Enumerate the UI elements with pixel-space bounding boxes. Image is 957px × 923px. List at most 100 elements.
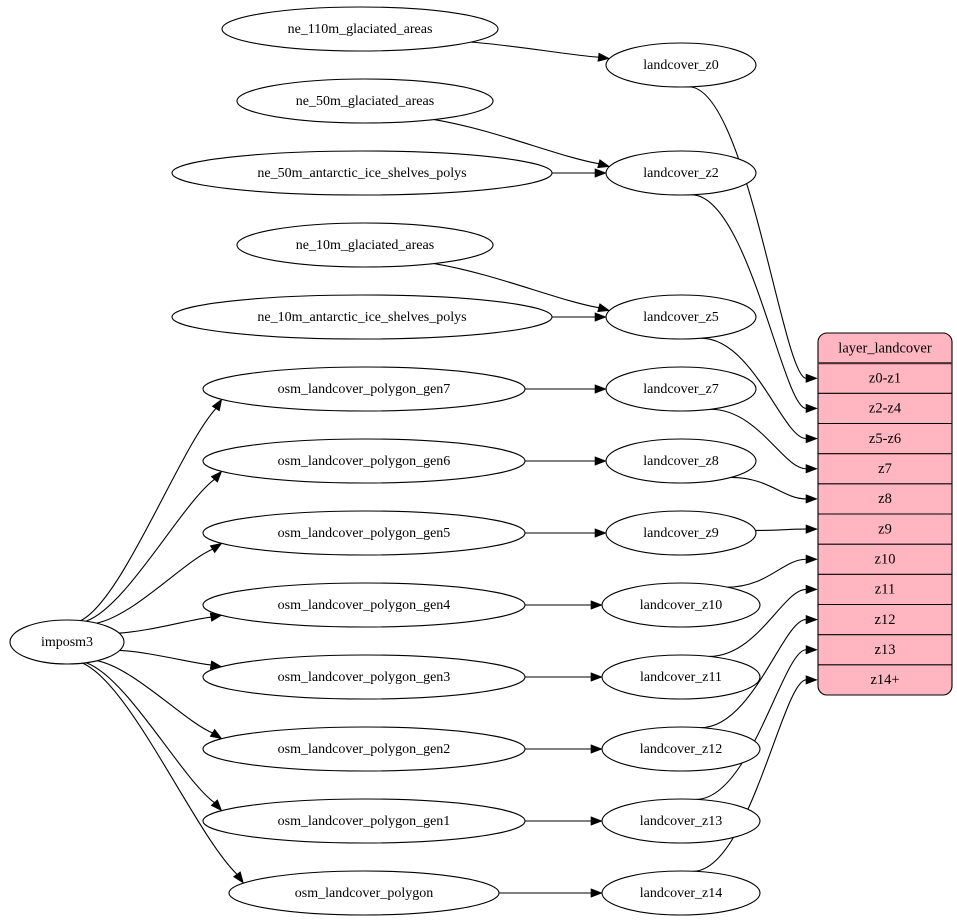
layer-table-row-z8[interactable]: z8	[878, 491, 892, 507]
edge-imposm3-to-osm_landcover_polygon_gen6	[85, 479, 215, 622]
node-ne_50m_glaciated_areas[interactable]: ne_50m_glaciated_areas	[236, 78, 494, 124]
node-osm_landcover_polygon_gen4[interactable]: osm_landcover_polygon_gen4	[202, 582, 526, 628]
node-osm_landcover_polygon_gen6[interactable]: osm_landcover_polygon_gen6	[202, 438, 526, 484]
layer-table-row-z10[interactable]: z10	[875, 552, 896, 568]
layer-table-row-z13[interactable]: z13	[875, 642, 896, 658]
edge-landcover_z13-to-z13	[696, 649, 807, 800]
layer-table-row-z7[interactable]: z7	[878, 461, 892, 477]
node-ne_50m_glaciated_areas-label: ne_50m_glaciated_areas	[296, 94, 434, 109]
node-landcover_z11[interactable]: landcover_z11	[601, 654, 761, 700]
layer-table-row-z0-z1[interactable]: z0-z1	[869, 371, 901, 387]
node-landcover_z10-shape	[601, 582, 761, 628]
layer-table-header: layer_landcover	[838, 340, 932, 356]
layer-table-row-z2-z4[interactable]: z2-z4	[869, 401, 902, 417]
node-osm_landcover_polygon_gen5[interactable]: osm_landcover_polygon_gen5	[202, 510, 526, 556]
edge-arrowhead	[597, 52, 611, 62]
layer-table-row-z14+[interactable]: z14+	[870, 672, 899, 688]
node-ne_110m_glaciated_areas[interactable]: ne_110m_glaciated_areas	[221, 6, 499, 52]
node-landcover_z5[interactable]: landcover_z5	[605, 294, 757, 340]
edge-arrowhead	[590, 672, 603, 682]
node-ne_10m_glaciated_areas[interactable]: ne_10m_glaciated_areas	[236, 222, 494, 268]
node-landcover_z2[interactable]: landcover_z2	[605, 150, 757, 196]
node-landcover_z14-label: landcover_z14	[640, 886, 722, 901]
node-ne_10m_antarctic_ice_shelves_polys-label: ne_10m_antarctic_ice_shelves_polys	[257, 310, 466, 325]
node-landcover_z2-shape	[605, 150, 757, 196]
node-osm_landcover_polygon_gen3[interactable]: osm_landcover_polygon_gen3	[202, 654, 526, 700]
node-landcover_z5-label: landcover_z5	[643, 310, 718, 325]
node-ne_50m_antarctic_ice_shelves_polys[interactable]: ne_50m_antarctic_ice_shelves_polys	[171, 150, 553, 196]
edge-landcover_z14-to-z14+	[693, 679, 807, 872]
node-landcover_z14[interactable]: landcover_z14	[601, 870, 761, 916]
nodes-layer: imposm3 ne_110m_glaciated_areas ne_50m_gla…	[9, 6, 761, 916]
edge-landcover_z5-to-z5-z6	[701, 337, 807, 440]
node-landcover_z8[interactable]: landcover_z8	[605, 438, 757, 484]
edge-landcover_z10-to-z10	[727, 558, 807, 588]
node-osm_landcover_polygon-shape	[228, 870, 500, 916]
layer-table-row-z11[interactable]: z11	[875, 582, 895, 598]
edge-arrowhead	[590, 744, 603, 754]
node-osm_landcover_polygon_gen2-shape	[202, 726, 526, 772]
edge-arrowhead	[597, 303, 611, 313]
node-landcover_z14-shape	[601, 870, 761, 916]
node-imposm3-shape	[9, 619, 125, 665]
node-osm_landcover_polygon_gen1-label: osm_landcover_polygon_gen1	[278, 814, 451, 829]
edge-arrowhead	[210, 799, 223, 812]
node-landcover_z0-shape	[605, 42, 757, 88]
node-osm_landcover_polygon_gen4-shape	[202, 582, 526, 628]
node-landcover_z10[interactable]: landcover_z10	[601, 582, 761, 628]
node-landcover_z5-shape	[605, 294, 757, 340]
edge-arrowhead	[594, 528, 607, 538]
edge-ne_10m_glaciated_areas-to-landcover_z5	[433, 262, 599, 309]
node-landcover_z11-shape	[601, 654, 761, 700]
edge-arrowhead	[209, 728, 223, 740]
node-landcover_z7[interactable]: landcover_z7	[605, 366, 757, 412]
edge-arrowhead	[594, 384, 607, 394]
edge-arrowhead	[209, 542, 223, 554]
node-imposm3[interactable]: imposm3	[9, 619, 125, 665]
node-imposm3-label: imposm3	[41, 635, 93, 650]
node-landcover_z13[interactable]: landcover_z13	[601, 798, 761, 844]
layer-table-row-z12[interactable]: z12	[875, 612, 896, 628]
edge-arrowhead	[805, 584, 818, 595]
node-ne_10m_antarctic_ice_shelves_polys[interactable]: ne_10m_antarctic_ice_shelves_polys	[171, 294, 553, 340]
node-osm_landcover_polygon_gen7[interactable]: osm_landcover_polygon_gen7	[202, 366, 526, 412]
node-ne_10m_glaciated_areas-shape	[236, 222, 494, 268]
node-osm_landcover_polygon_gen1[interactable]: osm_landcover_polygon_gen1	[202, 798, 526, 844]
node-landcover_z12-shape	[601, 726, 761, 772]
edge-ne_110m_glaciated_areas-to-landcover_z0	[470, 41, 599, 58]
node-ne_50m_antarctic_ice_shelves_polys-shape	[171, 150, 553, 196]
edge-arrowhead	[805, 494, 818, 504]
edge-arrowhead	[805, 554, 818, 564]
node-osm_landcover_polygon[interactable]: osm_landcover_polygon	[228, 870, 500, 916]
node-landcover_z11-label: landcover_z11	[640, 670, 722, 685]
edge-arrowhead	[590, 888, 603, 898]
node-osm_landcover_polygon_gen4-label: osm_landcover_polygon_gen4	[278, 598, 451, 613]
node-ne_110m_glaciated_areas-label: ne_110m_glaciated_areas	[288, 22, 433, 37]
edge-imposm3-to-osm_landcover_polygon_gen4	[119, 616, 211, 634]
node-landcover_z9[interactable]: landcover_z9	[605, 510, 757, 556]
edge-arrowhead	[805, 675, 818, 685]
edge-arrowhead	[805, 403, 818, 414]
edge-landcover_z12-to-z12	[700, 619, 807, 729]
edge-arrowhead	[805, 373, 818, 383]
edge-landcover_z11-to-z11	[708, 588, 807, 657]
node-osm_landcover_polygon_gen3-shape	[202, 654, 526, 700]
node-landcover_z7-label: landcover_z7	[643, 382, 718, 397]
edge-arrowhead	[210, 470, 223, 483]
edge-ne_50m_glaciated_areas-to-landcover_z2	[433, 118, 599, 165]
node-osm_landcover_polygon_gen2[interactable]: osm_landcover_polygon_gen2	[202, 726, 526, 772]
node-landcover_z12-label: landcover_z12	[640, 742, 722, 757]
node-osm_landcover_polygon_gen7-shape	[202, 366, 526, 412]
node-landcover_z8-label: landcover_z8	[643, 454, 718, 469]
edge-arrowhead	[211, 398, 223, 412]
edge-landcover_z0-to-z0-z1	[689, 86, 807, 379]
layer-table-row-z5-z6[interactable]: z5-z6	[869, 431, 901, 447]
edge-arrowhead	[805, 614, 818, 625]
node-landcover_z0[interactable]: landcover_z0	[605, 42, 757, 88]
edge-imposm3-to-osm_landcover_polygon	[82, 662, 238, 875]
node-landcover_z12[interactable]: landcover_z12	[601, 726, 761, 772]
node-landcover_z2-label: landcover_z2	[643, 166, 718, 181]
layer-table-row-z9[interactable]: z9	[878, 521, 892, 537]
